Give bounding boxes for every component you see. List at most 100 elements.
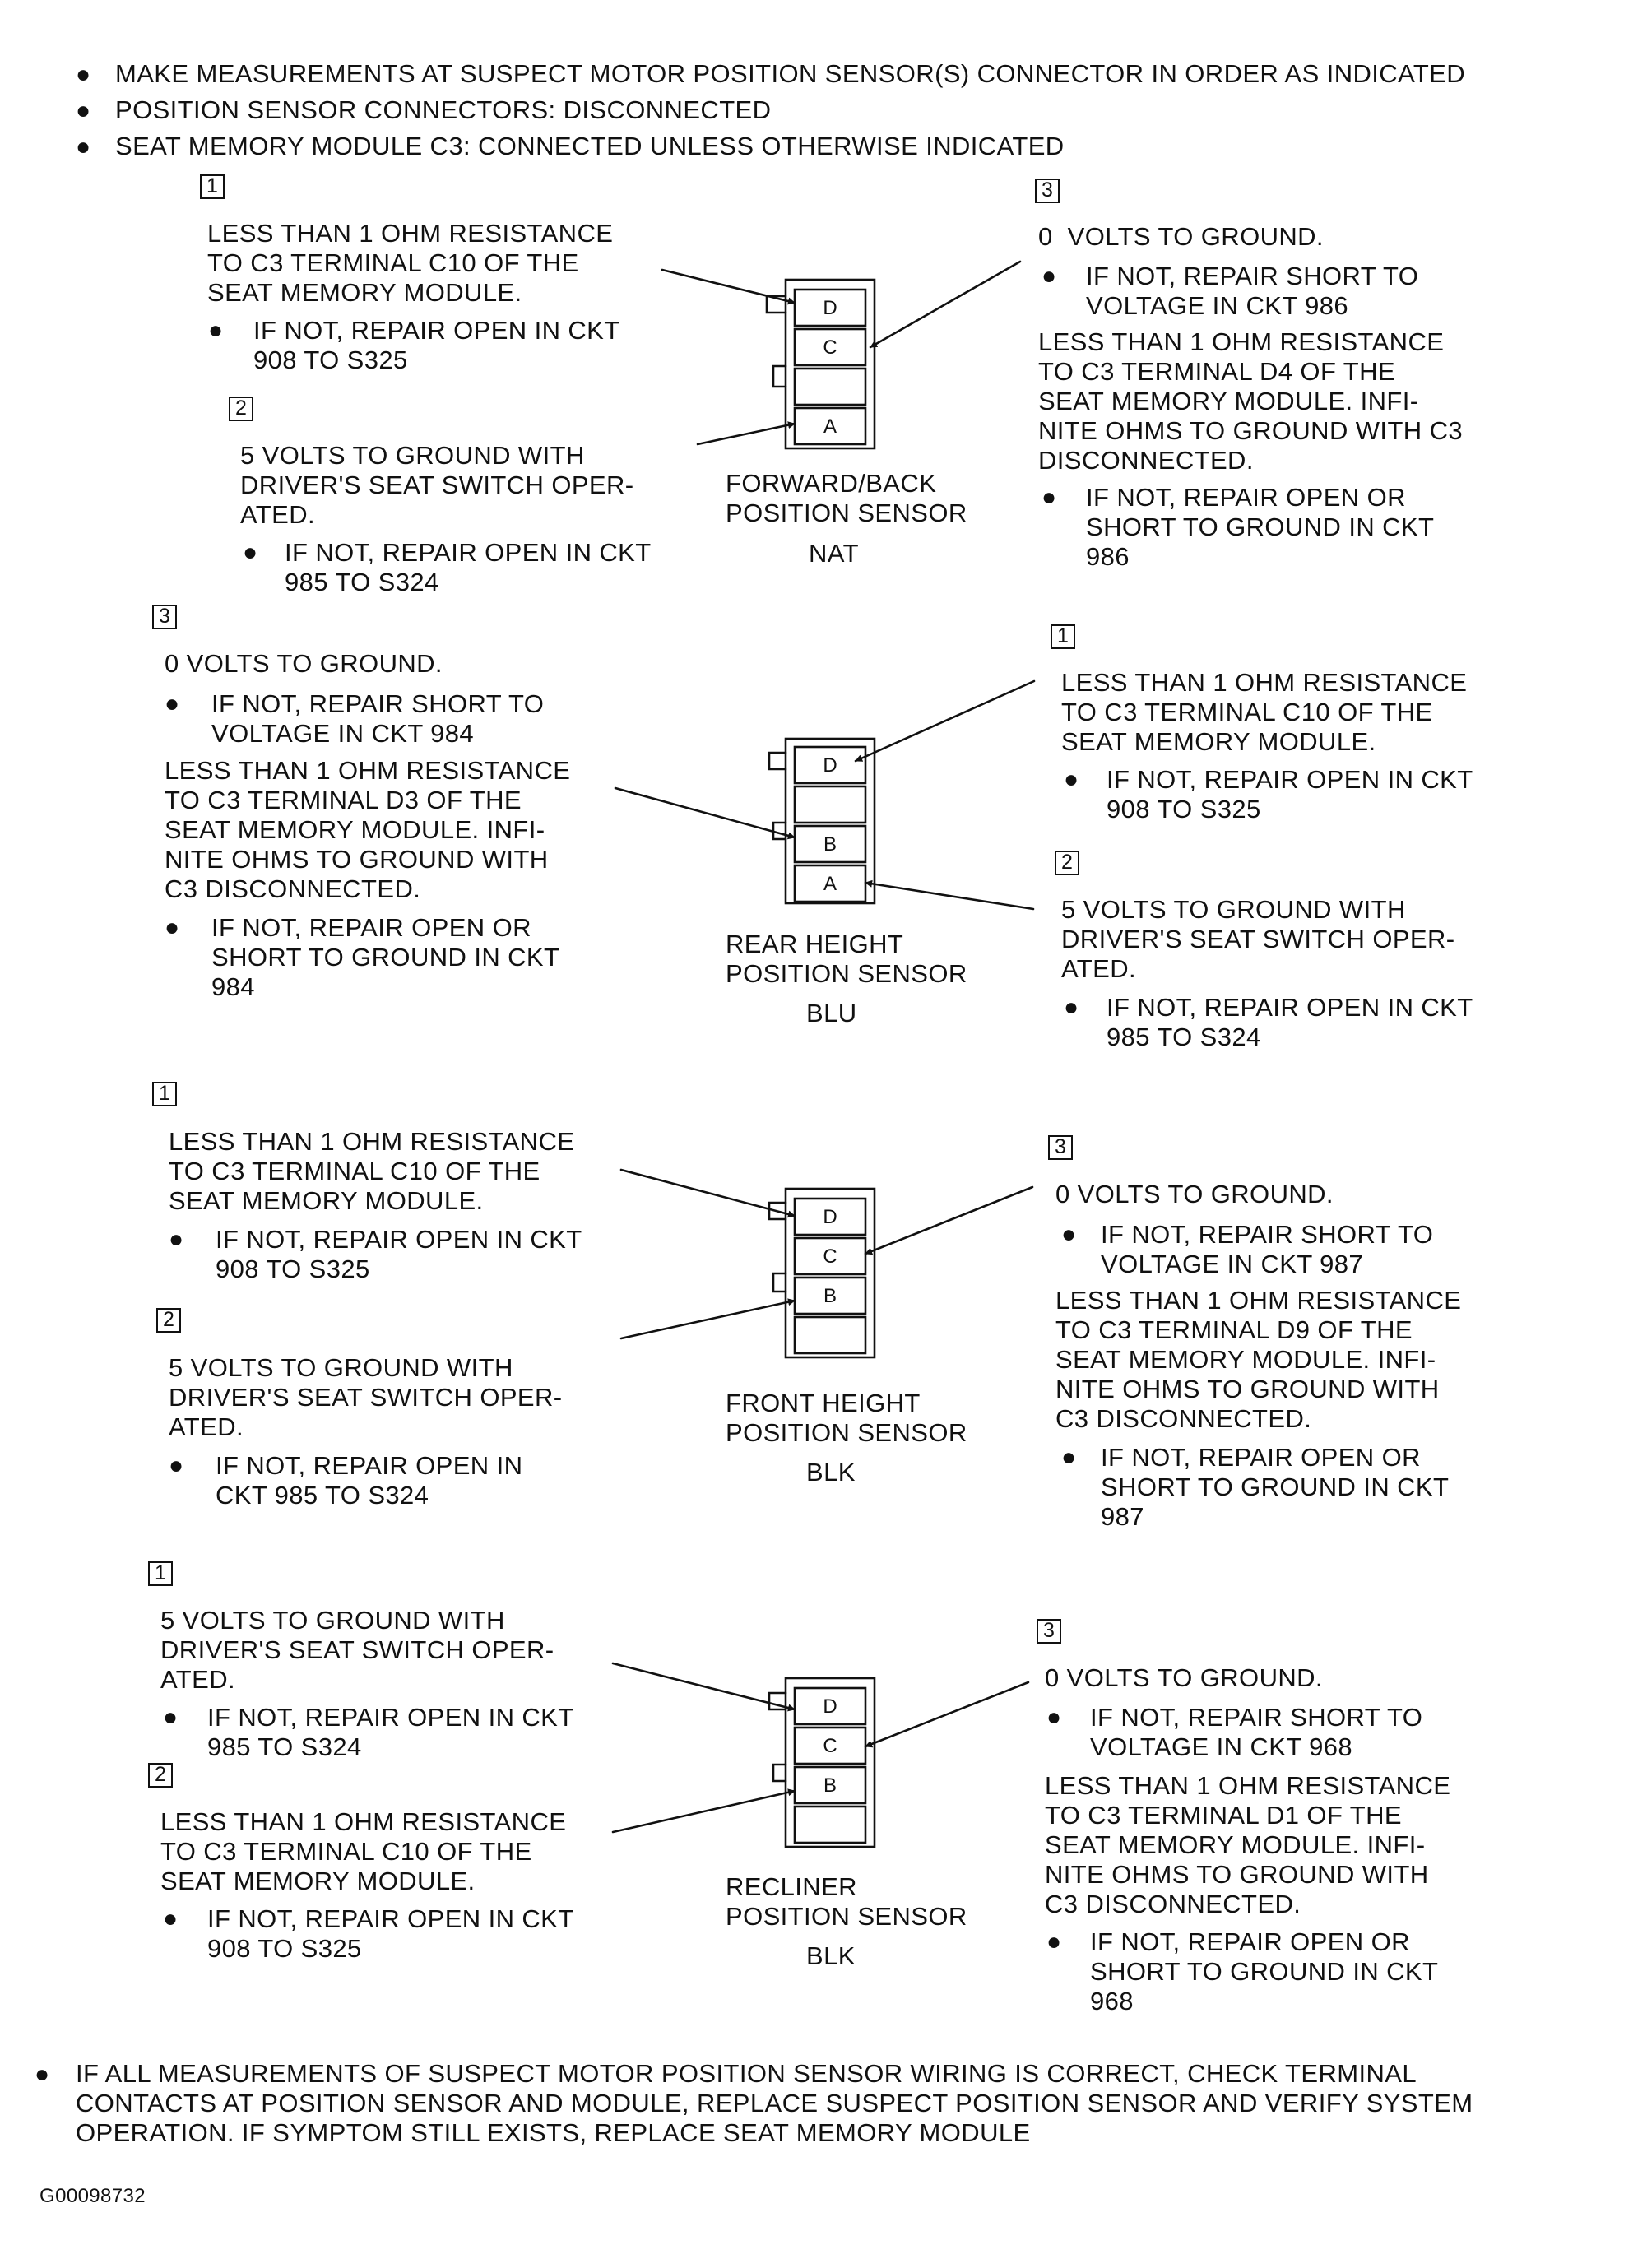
step-3-box: 3	[1048, 1135, 1073, 1160]
leader-arrow	[619, 1298, 796, 1340]
bullet: ●	[1064, 994, 1079, 1021]
step-2-box: 2	[156, 1308, 181, 1333]
s4-check-2: LESS THAN 1 OHM RESISTANCE TO C3 TERMINA…	[160, 1807, 567, 1895]
s2-repair-3b: IF NOT, REPAIR OPEN OR SHORT TO GROUND I…	[211, 913, 560, 1001]
bullet: ●	[1061, 1444, 1077, 1471]
pin-label: C	[823, 1735, 837, 1757]
s4-repair-2: IF NOT, REPAIR OPEN IN CKT 908 TO S325	[207, 1904, 574, 1963]
intro-line-3: SEAT MEMORY MODULE C3: CONNECTED UNLESS …	[115, 132, 1065, 160]
bullet: ●	[165, 914, 180, 941]
step-2-box: 2	[1055, 851, 1079, 875]
s3-repair-3b: IF NOT, REPAIR OPEN OR SHORT TO GROUND I…	[1101, 1443, 1450, 1531]
pin-label: C	[823, 336, 837, 359]
s4-wire-color: BLK	[806, 1941, 856, 1970]
s4-check-1: 5 VOLTS TO GROUND WITH DRIVER'S SEAT SWI…	[160, 1606, 554, 1694]
s3-repair-3: IF NOT, REPAIR SHORT TO VOLTAGE IN CKT 9…	[1101, 1220, 1434, 1278]
bullet: ●	[163, 1905, 179, 1932]
bullet: ●	[208, 317, 224, 344]
s3-check-1: LESS THAN 1 OHM RESISTANCE TO C3 TERMINA…	[169, 1127, 575, 1215]
leader-arrow	[611, 1662, 796, 1712]
rear-height-connector	[768, 737, 876, 905]
bullet: ●	[1042, 484, 1057, 511]
s2-repair-2: IF NOT, REPAIR OPEN IN CKT 985 TO S324	[1107, 993, 1473, 1051]
leader-arrow	[864, 1681, 1030, 1748]
pin-label: D	[823, 1206, 837, 1228]
leader-arrow	[619, 1168, 796, 1218]
bullet: ●	[35, 2061, 50, 2088]
bullet: ●	[163, 1704, 179, 1731]
leader-arrow	[864, 1185, 1034, 1255]
bullet: ●	[1042, 262, 1057, 290]
bullet: ●	[1046, 1928, 1062, 1955]
s3-wire-color: BLK	[806, 1458, 856, 1486]
pin-label: C	[823, 1245, 837, 1268]
s1-repair-3: IF NOT, REPAIR SHORT TO VOLTAGE IN CKT 9…	[1086, 262, 1419, 320]
s1-repair-2: IF NOT, REPAIR OPEN IN CKT 985 TO S324	[285, 538, 652, 596]
s1-repair-3b: IF NOT, REPAIR OPEN OR SHORT TO GROUND I…	[1086, 483, 1435, 571]
step-1-box: 1	[148, 1561, 173, 1586]
bullet: ●	[76, 97, 91, 124]
bullet: ●	[1061, 1221, 1077, 1248]
bullet: ●	[169, 1452, 184, 1479]
pin-label: B	[824, 1774, 837, 1797]
step-1-box: 1	[152, 1082, 177, 1106]
bullet: ●	[76, 61, 91, 88]
leader-arrow	[696, 421, 796, 446]
pin-label: D	[823, 754, 837, 777]
s2-check-3b: LESS THAN 1 OHM RESISTANCE TO C3 TERMINA…	[165, 756, 571, 903]
pin-label: A	[824, 873, 837, 895]
intro-line-2: POSITION SENSOR CONNECTORS: DISCONNECTED	[115, 95, 772, 124]
intro-line-1: MAKE MEASUREMENTS AT SUSPECT MOTOR POSIT…	[115, 59, 1466, 88]
step-1-box: 1	[1051, 624, 1075, 649]
s3-sensor-label: FRONT HEIGHT POSITION SENSOR	[726, 1389, 967, 1447]
bullet: ●	[243, 539, 258, 566]
s3-repair-2: IF NOT, REPAIR OPEN IN CKT 985 TO S324	[216, 1451, 523, 1510]
step-3-box: 3	[152, 605, 177, 629]
step-3-box: 3	[1037, 1619, 1061, 1644]
s2-check-3: 0 VOLTS TO GROUND.	[165, 649, 443, 678]
s2-repair-1: IF NOT, REPAIR OPEN IN CKT 908 TO S325	[1107, 765, 1473, 823]
s1-repair-1: IF NOT, REPAIR OPEN IN CKT 908 TO S325	[253, 316, 620, 374]
s2-sensor-label: REAR HEIGHT POSITION SENSOR	[726, 930, 967, 988]
s1-sensor-label: FORWARD/BACK POSITION SENSOR	[726, 469, 967, 527]
s4-repair-3b: IF NOT, REPAIR OPEN OR SHORT TO GROUND I…	[1090, 1927, 1439, 2015]
document-id: G00098732	[39, 2185, 146, 2207]
s1-check-2: 5 VOLTS TO GROUND WITH DRIVER'S SEAT SWI…	[240, 441, 634, 529]
forward-back-connector	[765, 278, 876, 450]
s1-wire-color: NAT	[809, 539, 859, 568]
pin-label: D	[823, 1695, 837, 1718]
s3-check-3b: LESS THAN 1 OHM RESISTANCE TO C3 TERMINA…	[1055, 1286, 1462, 1433]
leader-arrow	[854, 679, 1036, 763]
leader-arrow	[611, 1788, 796, 1834]
step-2-box: 2	[229, 397, 253, 421]
s1-check-3: 0 VOLTS TO GROUND.	[1038, 222, 1324, 251]
bullet: ●	[165, 690, 180, 717]
bullet: ●	[1046, 1704, 1062, 1731]
s3-check-2: 5 VOLTS TO GROUND WITH DRIVER'S SEAT SWI…	[169, 1353, 563, 1441]
s1-check-1: LESS THAN 1 OHM RESISTANCE TO C3 TERMINA…	[207, 219, 614, 307]
recliner-connector	[768, 1677, 876, 1848]
step-1-box: 1	[200, 174, 225, 199]
s4-sensor-label: RECLINER POSITION SENSOR	[726, 1872, 967, 1931]
s4-repair-1: IF NOT, REPAIR OPEN IN CKT 985 TO S324	[207, 1703, 574, 1761]
pin-label: B	[824, 1285, 837, 1307]
step-2-box: 2	[148, 1763, 173, 1788]
bullet: ●	[1064, 766, 1079, 793]
s3-repair-1: IF NOT, REPAIR OPEN IN CKT 908 TO S325	[216, 1225, 582, 1283]
s4-repair-3: IF NOT, REPAIR SHORT TO VOLTAGE IN CKT 9…	[1090, 1703, 1423, 1761]
step-3-box: 3	[1035, 179, 1060, 203]
s2-check-1: LESS THAN 1 OHM RESISTANCE TO C3 TERMINA…	[1061, 668, 1468, 756]
pin-label: A	[824, 415, 837, 438]
s2-check-2: 5 VOLTS TO GROUND WITH DRIVER'S SEAT SWI…	[1061, 895, 1455, 983]
s4-check-3b: LESS THAN 1 OHM RESISTANCE TO C3 TERMINA…	[1045, 1771, 1451, 1918]
s4-check-3: 0 VOLTS TO GROUND.	[1045, 1663, 1323, 1692]
footer-note: IF ALL MEASUREMENTS OF SUSPECT MOTOR POS…	[76, 2059, 1473, 2147]
pin-label: D	[823, 297, 837, 319]
bullet: ●	[169, 1226, 184, 1253]
leader-arrow	[864, 879, 1035, 911]
s3-check-3: 0 VOLTS TO GROUND.	[1055, 1180, 1334, 1208]
s2-wire-color: BLU	[806, 999, 857, 1027]
leader-arrow	[869, 260, 1022, 349]
s2-repair-3: IF NOT, REPAIR SHORT TO VOLTAGE IN CKT 9…	[211, 689, 545, 748]
